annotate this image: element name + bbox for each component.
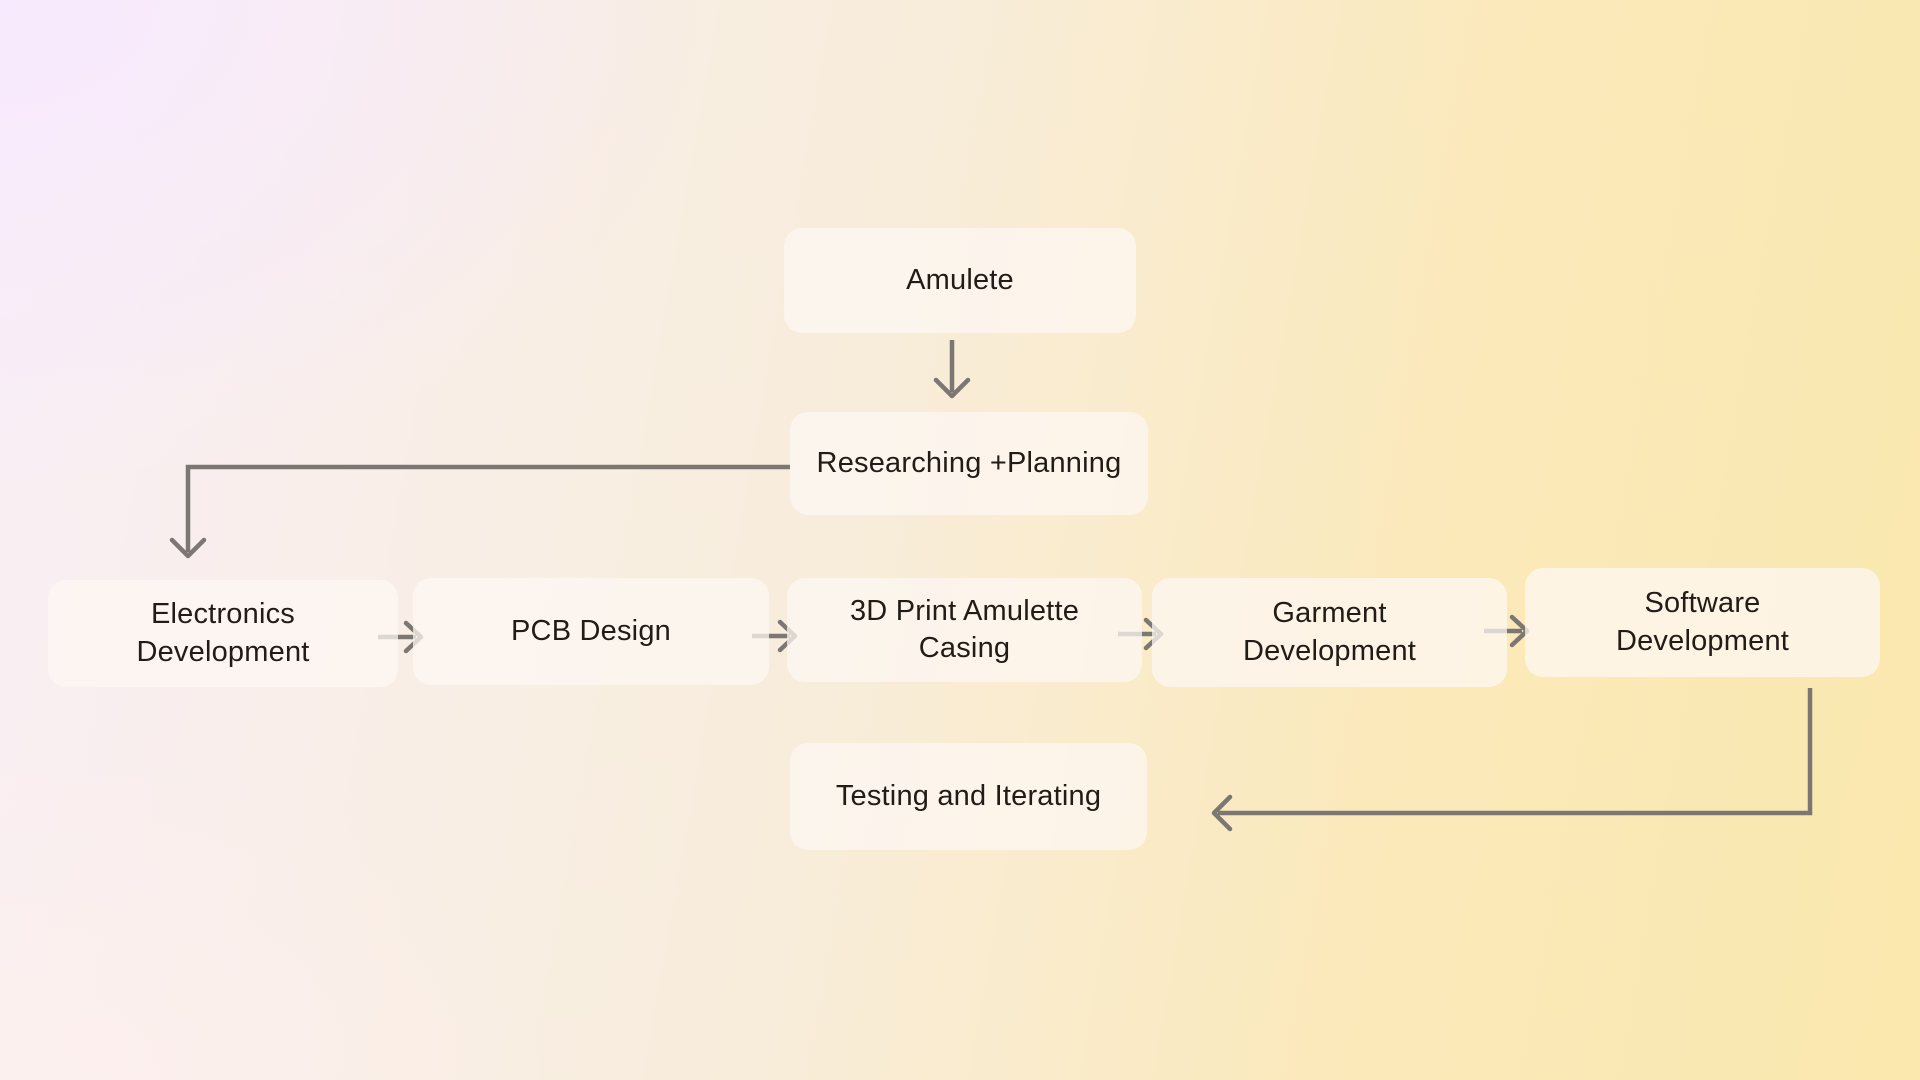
node-label: Testing and Iterating [835,779,1102,812]
node-label: Software Development [1615,587,1790,657]
node-garment-development[interactable]: Garment Development [1152,578,1507,687]
node-electronics-development[interactable]: Electronics Development [48,580,398,687]
node-pcb-design[interactable]: PCB Design [413,578,769,685]
node-software-development[interactable]: Software Development [1525,568,1880,677]
node-label: Amulete [906,263,1014,296]
connector-software-to-testing [1211,688,1813,832]
node-testing-and-iterating[interactable]: Testing and Iterating [790,743,1147,850]
node-label: Electronics Development [136,598,310,668]
node-researching-planning[interactable]: Researching +Planning [790,412,1148,515]
connector-amulete-to-researching [933,340,971,399]
node-amulete[interactable]: Amulete [784,228,1136,333]
connector-researching-to-electronics [169,464,790,559]
node-3d-print-amulette-casing[interactable]: 3D Print Amulette Casing [787,578,1142,682]
node-label: 3D Print Amulette Casing [849,594,1080,664]
node-label: Researching +Planning [816,446,1122,479]
node-label: PCB Design [511,614,671,647]
node-label: Garment Development [1242,597,1417,667]
